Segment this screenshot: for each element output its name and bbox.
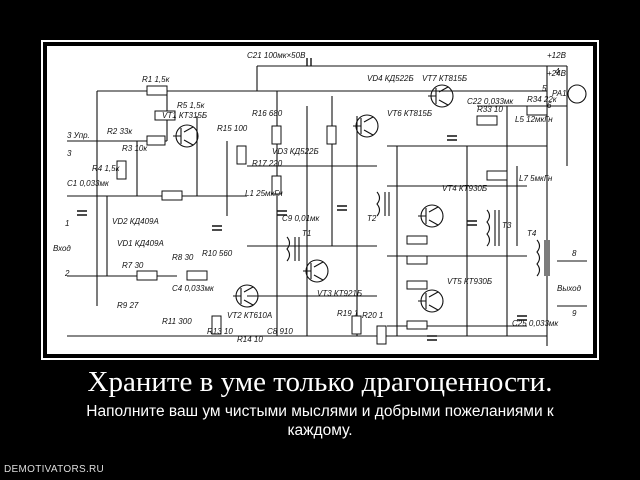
schematic-label: R13 10 [207, 327, 233, 336]
schematic-label: T3 [502, 221, 512, 230]
schematic-label: R15 100 [217, 124, 248, 133]
schematic-label: L7 5мкГн [519, 174, 553, 183]
schematic-label: T4 [527, 229, 537, 238]
schematic-label: VT1 КТ315Б [162, 111, 207, 120]
schematic-label: VD3 КД522Б [272, 147, 319, 156]
schematic-label: 5 [542, 84, 547, 93]
schematic-label: VT6 КТ815Б [387, 109, 432, 118]
schematic-label: R8 30 [172, 253, 194, 262]
schematic-label: C8 910 [267, 327, 293, 336]
schematic-label: C25 0,033мк [512, 319, 559, 328]
schematic-label: R34 22к [527, 95, 558, 104]
schematic-label: L5 12мкГн [515, 115, 553, 124]
schematic-label: R7 30 [122, 261, 144, 270]
schematic-label: VD4 КД522Б [367, 74, 414, 83]
schematic-label: 1 [65, 219, 69, 228]
schematic-label: R19 1 [337, 309, 358, 318]
schematic-labels: C21 100мк×50В +12В +24В R1 1,5к R5 1,5к … [53, 51, 582, 344]
schematic-label: VT2 КТ610А [227, 311, 272, 320]
schematic-label: VD2 КД409А [112, 217, 159, 226]
schematic-label: 8 [572, 249, 577, 258]
schematic-label: R5 1,5к [177, 101, 206, 110]
schematic-label: R11 300 [162, 317, 192, 326]
poster-title: Храните в уме только драгоценности. [87, 366, 553, 398]
schematic-label: +24В [547, 69, 567, 78]
schematic-label: R4 1,5к [92, 164, 121, 173]
schematic-label: C21 100мк×50В [247, 51, 306, 60]
schematic-label: 9 [572, 309, 577, 318]
schematic-label: C22 0,033мк [467, 97, 514, 106]
poster-subtitle: Наполните ваш ум чистыми мыслями и добры… [86, 403, 554, 439]
poster-frame: C21 100мк×50В +12В +24В R1 1,5к R5 1,5к … [41, 40, 599, 360]
schematic-label: R17 220 [252, 159, 283, 168]
site-watermark[interactable]: DEMOTIVATORS.RU [4, 464, 105, 475]
schematic-label: R16 680 [252, 109, 283, 118]
schematic-label: VD1 КД409А [117, 239, 164, 248]
schematic-label: 3 Упр. [67, 131, 90, 140]
schematic-label: VT5 КТ930Б [447, 277, 492, 286]
schematic-label: R10 560 [202, 249, 233, 258]
schematic-capacitors [77, 58, 527, 341]
schematic-label: Вход [53, 244, 71, 253]
schematic-label: R1 1,5к [142, 75, 171, 84]
schematic-label: 6 [547, 101, 552, 110]
schematic-label: VT4 КТ930Б [442, 184, 487, 193]
schematic-drawing: C21 100мк×50В +12В +24В R1 1,5к R5 1,5к … [47, 46, 593, 354]
schematic-label: 3 [67, 149, 72, 158]
schematic-label: R20 1 [362, 311, 383, 320]
schematic-label: VT3 КТ921Б [317, 289, 362, 298]
schematic-label: Выход [557, 284, 582, 293]
schematic-resistors [116, 85, 548, 345]
schematic-label: 4 [555, 67, 560, 76]
schematic-label: R14 10 [237, 335, 263, 344]
schematic-label: C9 0,01мк [282, 214, 321, 223]
schematic-wires [67, 65, 587, 346]
schematic-label: VT7 КТ815Б [422, 74, 467, 83]
schematic-label: L1 25мкГн [245, 189, 283, 198]
schematic-label: +12В [547, 51, 567, 60]
schematic-label: C4 0,033мк [172, 284, 215, 293]
schematic-label: C1 0,033мк [67, 179, 110, 188]
schematic-image: C21 100мк×50В +12В +24В R1 1,5к R5 1,5к … [47, 46, 593, 354]
schematic-label: T2 [367, 214, 377, 223]
schematic-label: R3 10к [122, 144, 148, 153]
schematic-label: R9 27 [117, 301, 139, 310]
schematic-label: T1 [302, 229, 311, 238]
schematic-label: R33 10 [477, 105, 503, 114]
schematic-label: R2 33к [107, 127, 133, 136]
schematic-label: 2 [64, 269, 70, 278]
schematic-label: PA1 [552, 89, 567, 98]
